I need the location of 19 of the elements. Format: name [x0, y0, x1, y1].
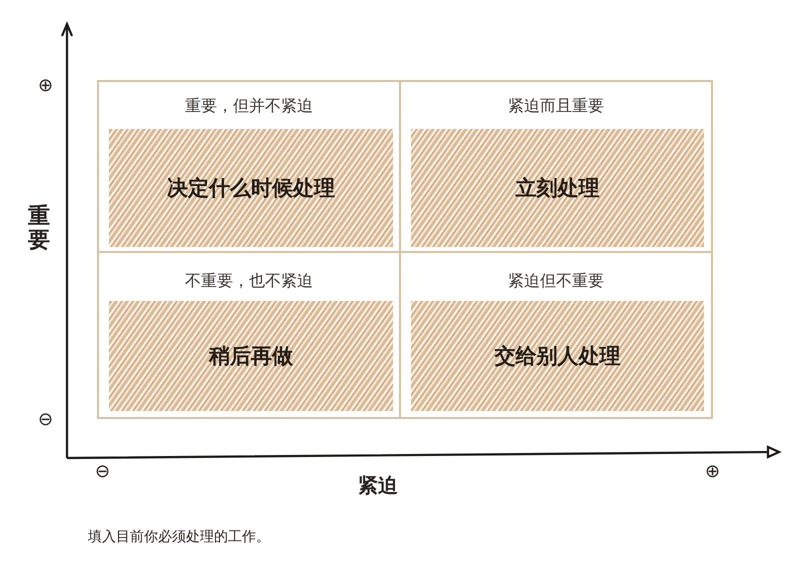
quadrant-cell [399, 80, 713, 253]
quadrant-heading: 紧迫而且重要 [508, 96, 604, 117]
quadrant-cell [97, 251, 401, 419]
action-text: 稍后再做 [209, 343, 293, 370]
plus-sign: ⊕ [38, 75, 54, 96]
minus-sign: ⊖ [38, 409, 54, 430]
axis-label: 紧迫 [358, 472, 398, 499]
quadrant-heading: 重要，但并不紧迫 [185, 96, 313, 117]
caption: 填入目前你必须处理的工作。 [88, 528, 270, 546]
minus-sign: ⊖ [95, 461, 110, 482]
quadrant-heading: 不重要，也不紧迫 [185, 271, 313, 292]
quadrant-cell [97, 80, 401, 253]
quadrant-cell [399, 251, 713, 419]
action-text: 交给别人处理 [494, 343, 620, 370]
action-text: 立刻处理 [516, 175, 600, 202]
axis-label: 重要 [28, 205, 50, 254]
plus-sign: ⊕ [705, 461, 720, 482]
action-text: 决定什么时候处理 [167, 175, 335, 202]
quadrant-heading: 紧迫但不重要 [508, 271, 604, 292]
